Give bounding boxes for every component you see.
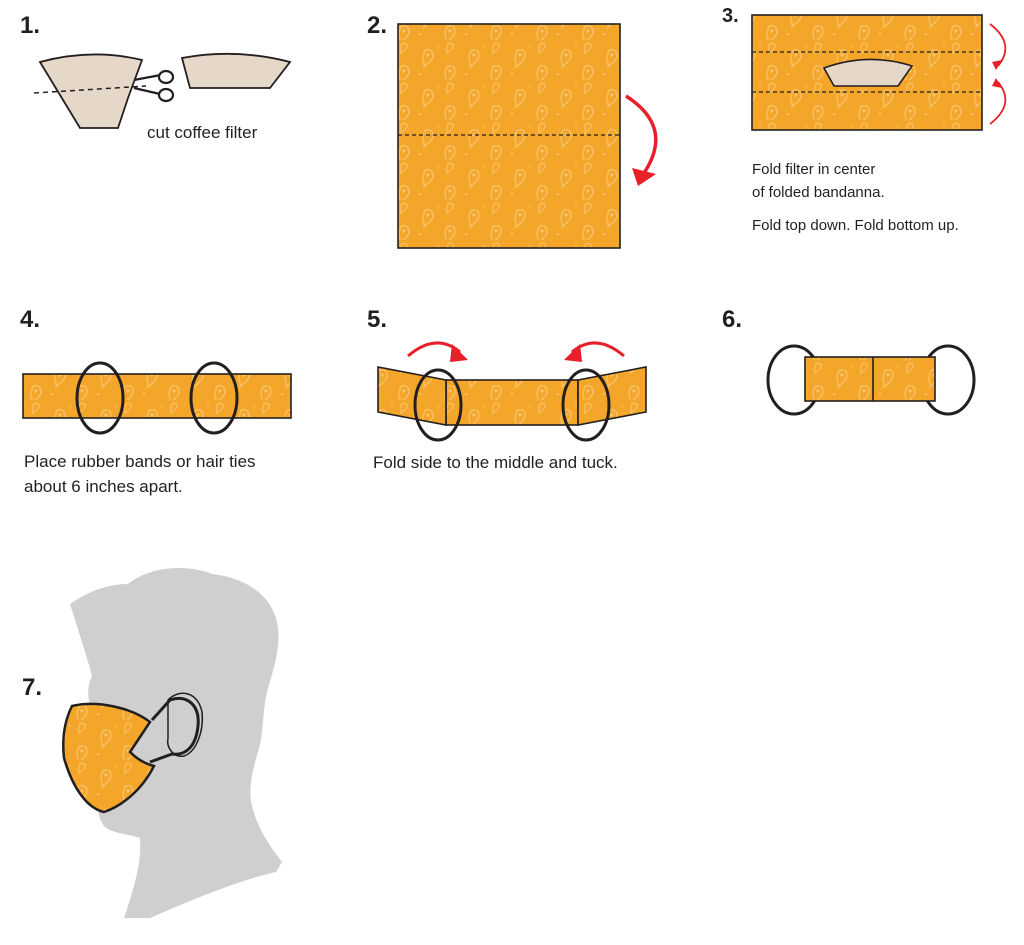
step-7-illustration bbox=[62, 568, 282, 918]
step-6-illustration bbox=[766, 344, 976, 416]
strip-center bbox=[445, 379, 579, 426]
strip-left-flap bbox=[377, 366, 447, 426]
step-3-caption-line: of folded bandanna. bbox=[752, 184, 885, 202]
worn-mask bbox=[62, 702, 156, 814]
fold-arrow-icon bbox=[625, 94, 658, 178]
step-5-illustration bbox=[377, 341, 647, 442]
strip-right-flap bbox=[577, 366, 647, 426]
fold-arrow-head bbox=[564, 344, 582, 362]
step-7-number: 7. bbox=[22, 674, 43, 701]
finished-mask bbox=[804, 356, 936, 402]
step-4-number: 4. bbox=[20, 306, 41, 333]
scissors-icon bbox=[133, 69, 175, 103]
rubber-band-left bbox=[75, 361, 125, 435]
rubber-band-left bbox=[413, 368, 463, 442]
step-1-caption-line: cut coffee filter bbox=[147, 123, 258, 142]
step-4-illustration bbox=[22, 361, 292, 435]
fold-arrow-head bbox=[450, 344, 468, 362]
ear-loop bbox=[149, 697, 200, 764]
fold-arrow-head bbox=[632, 168, 656, 186]
bandanna-square bbox=[397, 23, 621, 249]
step-1-caption: cut coffee filter bbox=[147, 120, 257, 146]
step-3-illustration bbox=[751, 14, 1007, 131]
coffee-filter-right-half bbox=[180, 52, 292, 89]
coffee-filter-piece bbox=[822, 58, 914, 87]
step-5-number: 5. bbox=[367, 306, 388, 333]
step-3-caption: Fold filter in center of folded bandanna… bbox=[752, 158, 959, 237]
rubber-band-right bbox=[561, 368, 611, 442]
step-5-caption: Fold side to the middle and tuck. bbox=[373, 450, 618, 476]
step-4-caption-line: Place rubber bands or hair ties bbox=[24, 452, 256, 471]
fold-arrow-icon bbox=[989, 81, 1007, 125]
fold-arrow-head bbox=[992, 60, 1002, 70]
step-6-number: 6. bbox=[722, 306, 743, 333]
step-3-caption-line: Fold filter in center bbox=[752, 161, 876, 178]
step-1-illustration bbox=[33, 52, 292, 129]
step-5-caption-line: Fold side to the middle and tuck. bbox=[373, 453, 618, 472]
cut-line bbox=[33, 85, 147, 94]
fold-arrow-head bbox=[992, 78, 1002, 88]
folded-strip bbox=[22, 373, 292, 419]
step-2-illustration bbox=[397, 23, 658, 249]
step-4-caption: Place rubber bands or hair ties about 6 … bbox=[24, 450, 256, 499]
fold-arrow-icon bbox=[989, 23, 1007, 67]
rubber-band-right bbox=[189, 361, 239, 435]
step-1-number: 1. bbox=[20, 12, 41, 39]
step-3-caption-line: Fold top down. Fold bottom up. bbox=[752, 216, 959, 234]
step-2-number: 2. bbox=[367, 12, 388, 39]
step-4-caption-line: about 6 inches apart. bbox=[24, 476, 183, 496]
step-3-number: 3. bbox=[722, 5, 739, 27]
coffee-filter-left-half bbox=[38, 53, 144, 129]
